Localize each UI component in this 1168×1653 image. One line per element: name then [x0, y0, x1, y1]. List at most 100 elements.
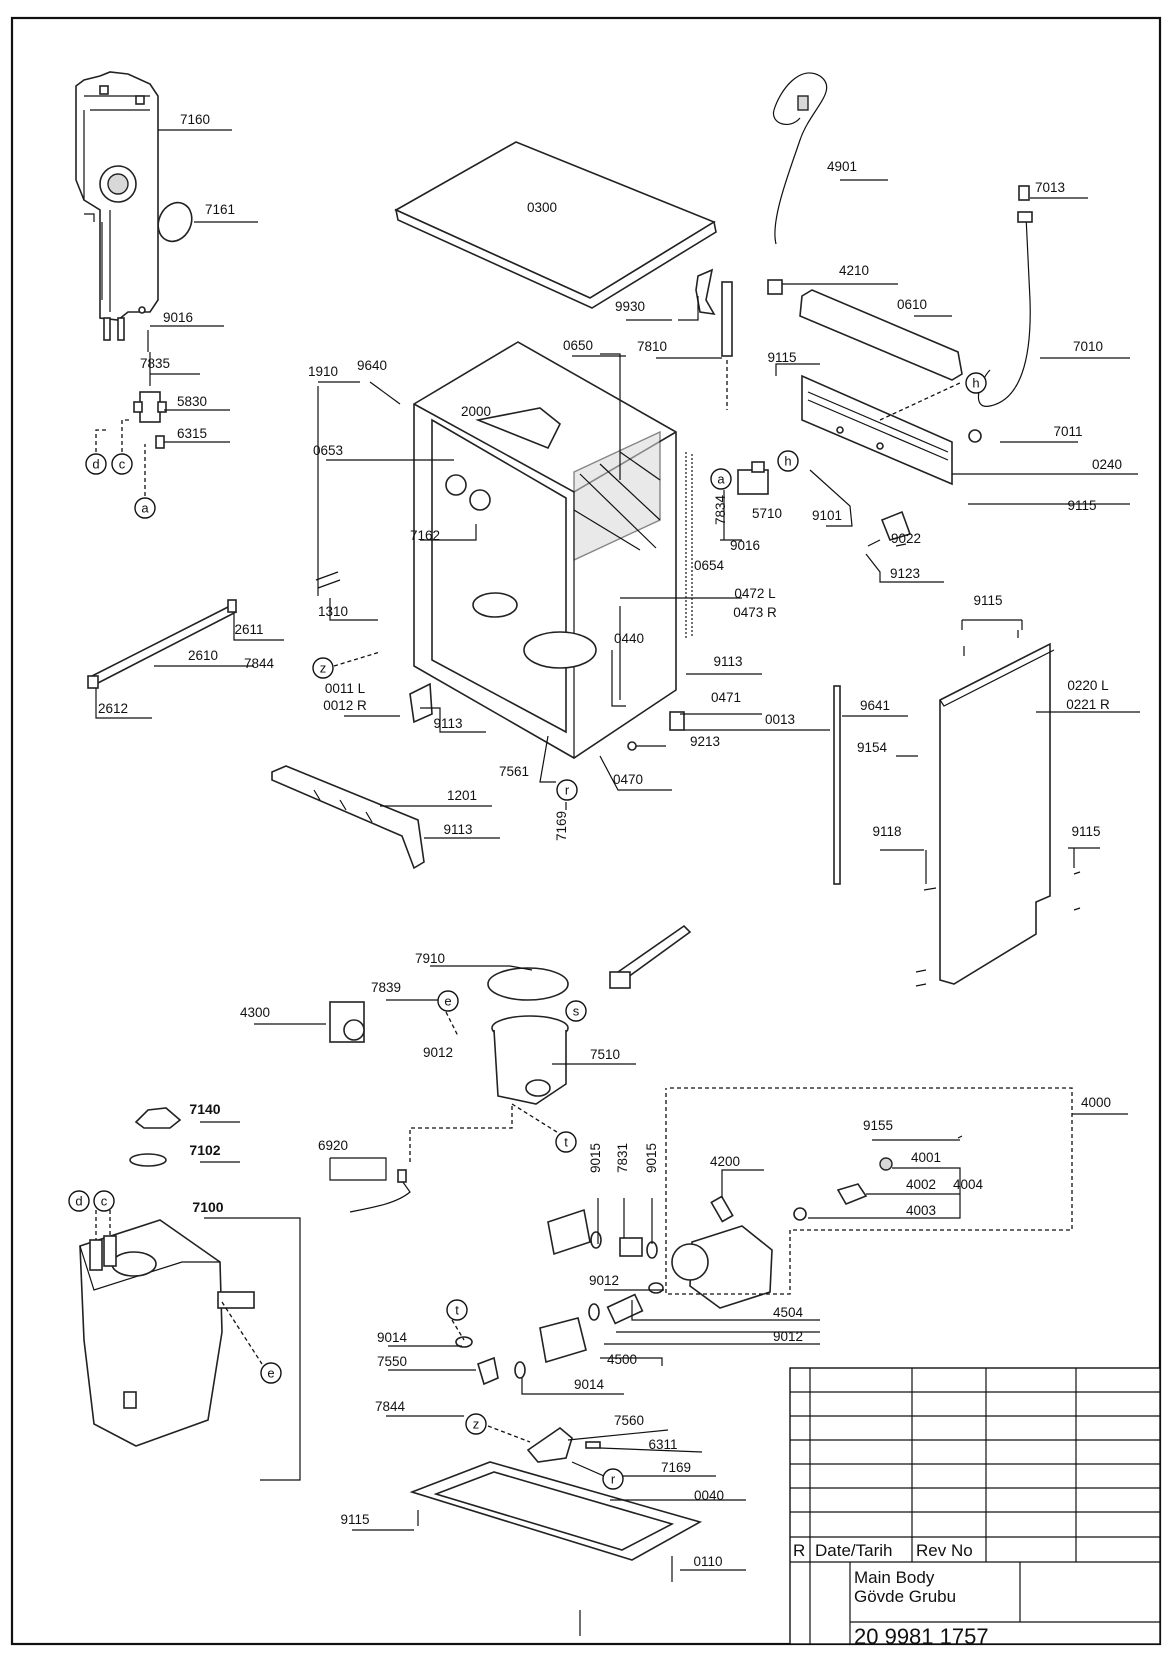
part-callout-7011: 7011	[1053, 424, 1082, 439]
part-callout-7560: 7560	[614, 1413, 644, 1428]
marker-circle	[446, 1299, 468, 1321]
marker-circle	[465, 1413, 487, 1435]
part-callout-7550: 7550	[377, 1354, 407, 1369]
marker-circle	[312, 657, 334, 679]
part-callout-9115a: 9115	[767, 350, 796, 365]
part-callout-7835: 7835	[140, 356, 170, 371]
part-2612	[87, 675, 99, 689]
marker-circle	[85, 453, 107, 475]
screws-side	[915, 630, 1081, 987]
part-callout-7162: 7162	[410, 528, 440, 543]
connector-marker-z-a: z	[312, 657, 334, 679]
part-callout-9012a: 9012	[423, 1045, 453, 1060]
part-callout-0471: 0471	[711, 690, 741, 705]
part-callout-4500: 4500	[607, 1352, 637, 1367]
part-callout-7169b: 7169	[661, 1460, 691, 1475]
part-4210	[767, 279, 783, 295]
part-callout-6315: 6315	[177, 426, 207, 441]
part-callout-9014a: 9014	[377, 1330, 408, 1345]
part-callout-9014b: 9014	[574, 1377, 605, 1392]
part-callout-0473: 0473 R	[733, 605, 777, 620]
part-callout-9016b: 9016	[730, 538, 760, 553]
marker-circle	[437, 990, 459, 1012]
part-9213	[627, 741, 637, 751]
valve-5710	[737, 461, 769, 495]
part-2611	[227, 599, 237, 613]
marker-circle	[565, 1000, 587, 1022]
connector-marker-c-top: c	[111, 453, 133, 475]
marker-letter: d	[75, 1194, 82, 1209]
marker-letter: d	[92, 457, 99, 472]
connector-marker-e-b: e	[260, 1362, 282, 1384]
part-callout-0472: 0472 L	[734, 586, 776, 601]
tub-body-2000	[413, 341, 693, 759]
part-callout-0220: 0220 L	[1067, 678, 1109, 693]
part-callout-9123: 9123	[890, 566, 920, 581]
part-callout-9113c: 9113	[443, 822, 472, 837]
marker-letter: r	[565, 783, 570, 798]
marker-letter: h	[784, 454, 791, 469]
hose-7010	[977, 215, 1031, 407]
part-callout-9022: 9022	[891, 531, 921, 546]
part-callout-7140: 7140	[189, 1101, 220, 1117]
part-callout-0240: 0240	[1092, 457, 1122, 472]
sump-7510	[491, 1015, 569, 1105]
power-cord-4901	[772, 72, 828, 245]
part-callout-0110: 0110	[693, 1554, 722, 1569]
connector-marker-e-a: e	[437, 990, 459, 1012]
part-callout-9015a: 9015	[588, 1143, 603, 1173]
part-callout-7839: 7839	[371, 980, 401, 995]
revision-column-label: R	[793, 1541, 805, 1560]
part-callout-4004: 4004	[953, 1177, 984, 1192]
pump-group-4000	[671, 1135, 963, 1309]
top-plate-0300	[394, 141, 717, 309]
part-callout-9115e: 9115	[340, 1512, 369, 1527]
marker-letter: h	[972, 376, 979, 391]
part-callout-2611: 2611	[234, 622, 263, 637]
gasket-7910	[487, 967, 569, 1001]
marker-circle	[556, 779, 578, 801]
marker-letter: e	[444, 994, 451, 1009]
ring-7011	[968, 429, 982, 443]
connector-marker-c-bot: c	[93, 1190, 115, 1212]
marker-letter: c	[101, 1194, 108, 1209]
part-callout-9016a: 9016	[163, 310, 193, 325]
side-panel-0220	[939, 642, 1051, 985]
part-callout-6920: 6920	[318, 1138, 348, 1153]
plug-icon	[797, 95, 809, 111]
connector-marker-a-top: a	[134, 497, 156, 519]
softener-housing-7160	[75, 71, 159, 341]
part-callout-7013: 7013	[1035, 180, 1065, 195]
part-7140	[134, 1107, 182, 1129]
part-callout-0012: 0012 R	[323, 698, 367, 713]
part-callout-9115b: 9115	[1067, 498, 1096, 513]
marker-letter: a	[141, 501, 149, 516]
part-7560	[526, 1426, 573, 1463]
part-callout-7844b: 7844	[375, 1399, 406, 1414]
part-callout-2610: 2610	[188, 648, 218, 663]
part-callout-4210: 4210	[839, 263, 869, 278]
connector-marker-d-bot: d	[68, 1190, 90, 1212]
part-illustrations	[75, 71, 1081, 1636]
marker-circle	[260, 1362, 282, 1384]
part-0013	[669, 711, 685, 731]
marker-circle	[68, 1190, 90, 1212]
part-callout-7834: 7834	[713, 494, 728, 525]
part-callout-9930: 9930	[615, 299, 645, 314]
rev-no-label: Rev No	[916, 1541, 973, 1560]
marker-letter: z	[320, 661, 327, 676]
part-callout-9213: 9213	[690, 734, 720, 749]
marker-letter: r	[611, 1472, 616, 1487]
plinth-1201	[271, 765, 425, 870]
part-callout-9115d: 9115	[1071, 824, 1100, 839]
connector-marker-h-a: h	[965, 372, 987, 394]
connector-marker-z-b: z	[465, 1413, 487, 1435]
part-callout-7810: 7810	[637, 339, 667, 354]
part-callout-7831: 7831	[615, 1143, 630, 1173]
front-panel-0240	[801, 374, 953, 486]
part-callout-9154: 9154	[857, 740, 888, 755]
part-callout-9012b: 9012	[589, 1273, 619, 1288]
part-callout-7102: 7102	[189, 1142, 220, 1158]
part-callout-0013: 0013	[765, 712, 795, 727]
